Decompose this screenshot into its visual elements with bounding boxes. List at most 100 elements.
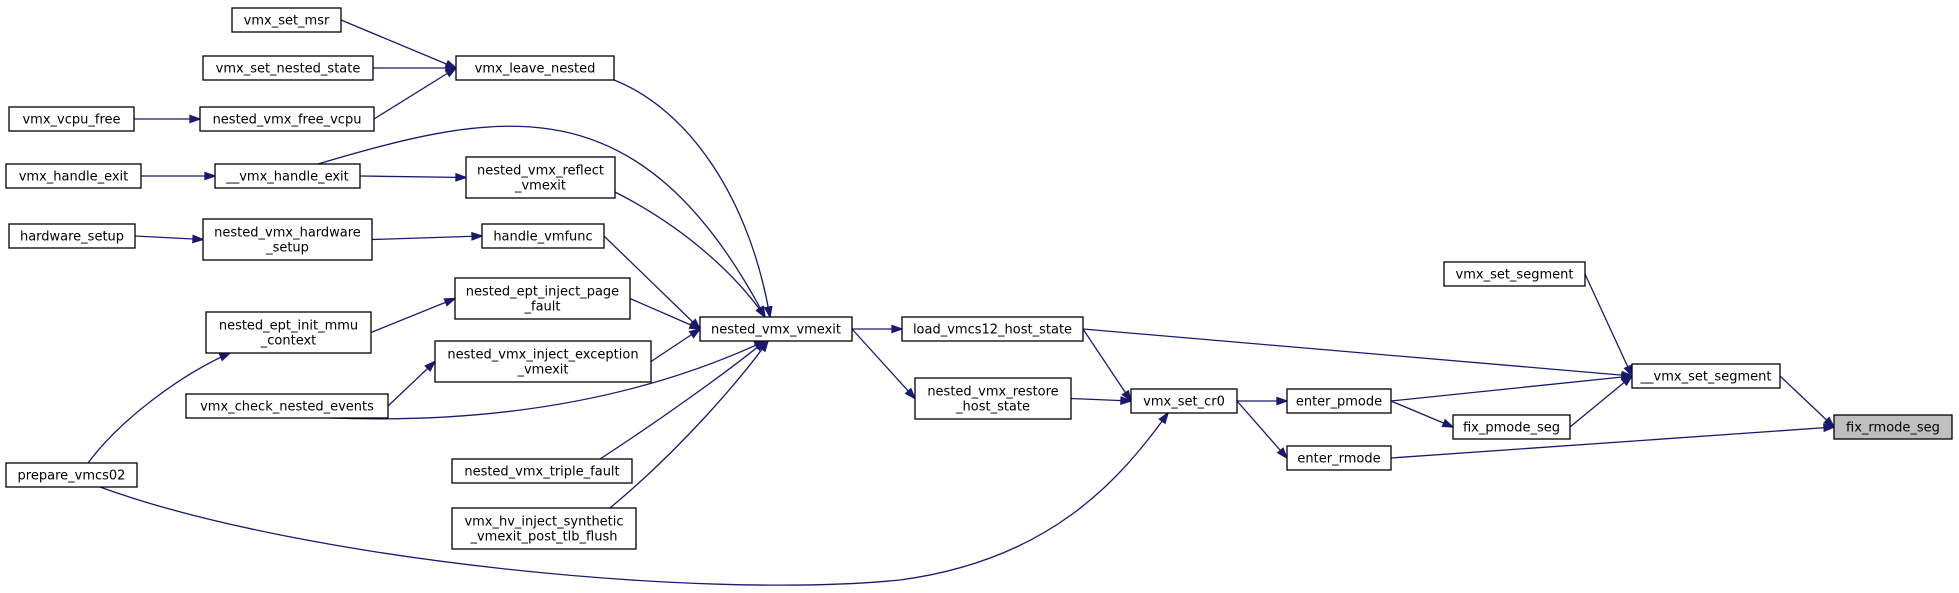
edge-prepare_vmcs02-to-vmx_set_cr0 [99,411,1170,586]
node-vmx-set-cr0[interactable]: vmx_set_cr0 [1130,388,1238,414]
node-enter-rmode[interactable]: enter_rmode [1286,445,1392,471]
edge-line [609,340,769,509]
node-box[interactable] [5,163,142,189]
edge-arrowhead [424,360,437,373]
node-box[interactable] [699,316,853,342]
node-label: vmx_handle_exit [19,170,129,185]
node-box[interactable] [1286,445,1392,471]
node-box[interactable] [202,55,374,81]
node---vmx-handle-exit[interactable]: __vmx_handle_exit [214,163,361,189]
node-box[interactable] [202,218,373,261]
node-label: _vmexit [516,363,568,378]
node-vmx-set-msr[interactable]: vmx_set_msr [231,7,342,33]
node-box[interactable] [231,7,342,33]
edge-line [370,297,456,334]
node-box[interactable] [8,223,136,249]
node-nested-vmx-hardware-setup[interactable]: nested_vmx_hardware_setup [202,218,373,261]
edge-line [1082,328,1633,377]
node-label: vmx_vcpu_free [22,113,120,128]
node-label: __vmx_handle_exit [225,170,349,185]
node-label: nested_vmx_triple_fault [464,465,619,480]
edge-arrowhead [443,297,457,307]
edge-arrowhead [1276,447,1289,460]
node-nested-vmx-reflect-vmexit[interactable]: nested_vmx_reflect_vmexit [465,156,616,199]
node-box[interactable] [5,462,138,488]
node-label: nested_vmx_free_vcpu [213,113,362,128]
node-fix-rmode-seg[interactable]: fix_rmode_seg [1833,414,1953,440]
node-box[interactable] [1833,414,1953,440]
node-vmx-handle-exit[interactable]: vmx_handle_exit [5,163,142,189]
node-label: _host_state [955,400,1030,415]
edge-line [329,340,766,420]
edge-line [340,19,457,69]
node-vmx-check-nested-events[interactable]: vmx_check_nested_events [185,393,389,419]
node-load-vmcs12-host-state[interactable]: load_vmcs12_host_state [901,316,1084,342]
edge-vmx_vcpu_free-to-nested_vmx_free_vcpu [134,114,202,124]
edge-nested_ept_init_mmu_context-to-nested_ept_inject_page_fault [370,297,457,334]
edge-arrowhead [444,66,458,78]
node-box[interactable] [199,106,375,132]
node-nested-vmx-triple-fault[interactable]: nested_vmx_triple_fault [451,458,633,484]
node-box[interactable] [451,507,637,550]
node-box[interactable] [455,55,615,81]
node-box[interactable] [434,340,652,383]
node-box[interactable] [914,377,1072,420]
node-box[interactable] [1443,261,1586,287]
edge-line [99,412,1169,586]
edge-arrowhead [688,320,702,330]
node-vmx-hv-inject-synthetic-vmexit-post-tlb-flush[interactable]: vmx_hv_inject_synthetic_vmexit_post_tlb_… [451,507,637,550]
node-label: __vmx_set_segment [1640,370,1772,385]
node-box[interactable] [451,458,633,484]
node-box[interactable] [465,156,616,199]
node-hardware-setup[interactable]: hardware_setup [8,223,136,249]
node-box[interactable] [1286,388,1392,414]
node---vmx-set-segment[interactable]: __vmx_set_segment [1631,363,1781,389]
node-nested-vmx-vmexit[interactable]: nested_vmx_vmexit [699,316,853,342]
node-nested-vmx-inject-exception-vmexit[interactable]: nested_vmx_inject_exception_vmexit [434,340,652,383]
edge-vmx_check_nested_events-to-nested_vmx_inject_exception_vmexit [387,360,437,407]
node-nested-ept-inject-page-fault[interactable]: nested_ept_inject_page_fault [454,277,631,320]
node-vmx-vcpu-free[interactable]: vmx_vcpu_free [8,106,135,132]
node-prepare-vmcs02[interactable]: prepare_vmcs02 [5,462,138,488]
edge-vmx_leave_nested-to-nested_vmx_vmexit [613,79,773,319]
node-nested-ept-init-mmu-context[interactable]: nested_ept_init_mmu_context [205,311,372,354]
node-nested-vmx-restore-host-state[interactable]: nested_vmx_restore_host_state [914,377,1072,420]
node-box[interactable] [1130,388,1238,414]
node-vmx-set-nested-state[interactable]: vmx_set_nested_state [202,55,374,81]
node-label: fix_pmode_seg [1463,421,1560,436]
edge-line [629,297,701,330]
node-label: vmx_set_segment [1456,268,1574,283]
edge-line [317,125,766,318]
edge-arrowhead [204,171,217,181]
node-box[interactable] [901,316,1084,342]
edge-line [599,340,766,460]
node-box[interactable] [205,311,372,354]
node-box[interactable] [1452,414,1571,440]
edge-arrowhead [1158,411,1170,425]
node-box[interactable] [8,106,135,132]
node-label: _context [260,334,317,349]
node-vmx-leave-nested[interactable]: vmx_leave_nested [455,55,615,81]
node-label: vmx_check_nested_events [200,400,374,415]
node-vmx-set-segment[interactable]: vmx_set_segment [1443,261,1586,287]
edge-line [134,235,204,241]
node-label: _fault [524,300,561,315]
edge-line [87,352,231,464]
node-fix-pmode-seg[interactable]: fix_pmode_seg [1452,414,1571,440]
edge-nested_vmx_restore_host_state-to-vmx_set_cr0 [1070,396,1133,405]
edge-arrowhead [763,305,773,319]
node-enter-pmode[interactable]: enter_pmode [1286,388,1392,414]
node-label: prepare_vmcs02 [18,469,126,484]
edge-line [1236,400,1288,459]
node-box[interactable] [1631,363,1781,389]
edge-arrowhead [755,305,767,319]
node-box[interactable] [481,223,605,249]
node-box[interactable] [454,277,631,320]
node-handle-vmfunc[interactable]: handle_vmfunc [481,223,605,249]
edge-line [851,328,916,399]
node-box[interactable] [214,163,361,189]
node-box[interactable] [185,393,389,419]
edge-arrowhead [218,352,232,362]
node-nested-vmx-free-vcpu[interactable]: nested_vmx_free_vcpu [199,106,375,132]
edge-arrowhead [192,234,205,244]
